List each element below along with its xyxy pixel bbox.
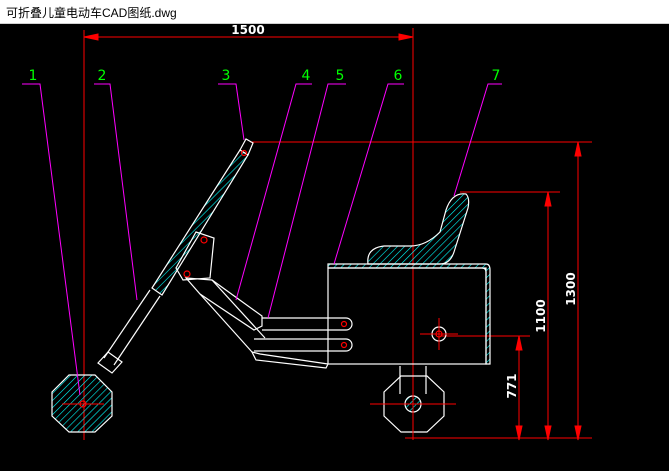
dim-text-1100: 1100 (534, 299, 548, 332)
cad-drawing: 1500 1300 1100 771 (22, 23, 592, 441)
body-box (327, 267, 487, 365)
part-label-2: 2 (98, 68, 107, 84)
part-labels: 1 2 3 4 5 6 7 (29, 68, 501, 84)
seat (367, 193, 470, 265)
seat-base (327, 263, 491, 365)
dimension-lines (83, 28, 592, 441)
part-label-5: 5 (336, 68, 345, 84)
part-label-1: 1 (29, 68, 38, 84)
dim-text-1300: 1300 (564, 272, 578, 305)
dim-text-771: 771 (505, 373, 519, 398)
part-label-4: 4 (302, 68, 311, 84)
leader-lines (22, 83, 502, 396)
center-lines (62, 318, 458, 438)
part-label-6: 6 (394, 68, 403, 84)
part-label-7: 7 (492, 68, 501, 84)
part-label-3: 3 (222, 68, 231, 84)
dim-text-1500: 1500 (231, 24, 264, 37)
vehicle-outline (51, 138, 491, 433)
cad-drawing-canvas[interactable]: 1500 1300 1100 771 (0, 23, 669, 466)
rear-wheel (383, 375, 445, 433)
steering-column (151, 149, 249, 296)
window-titlebar: 可折叠儿童电动车CAD图纸.dwg (0, 0, 669, 24)
window-title: 可折叠儿童电动车CAD图纸.dwg (6, 6, 177, 20)
